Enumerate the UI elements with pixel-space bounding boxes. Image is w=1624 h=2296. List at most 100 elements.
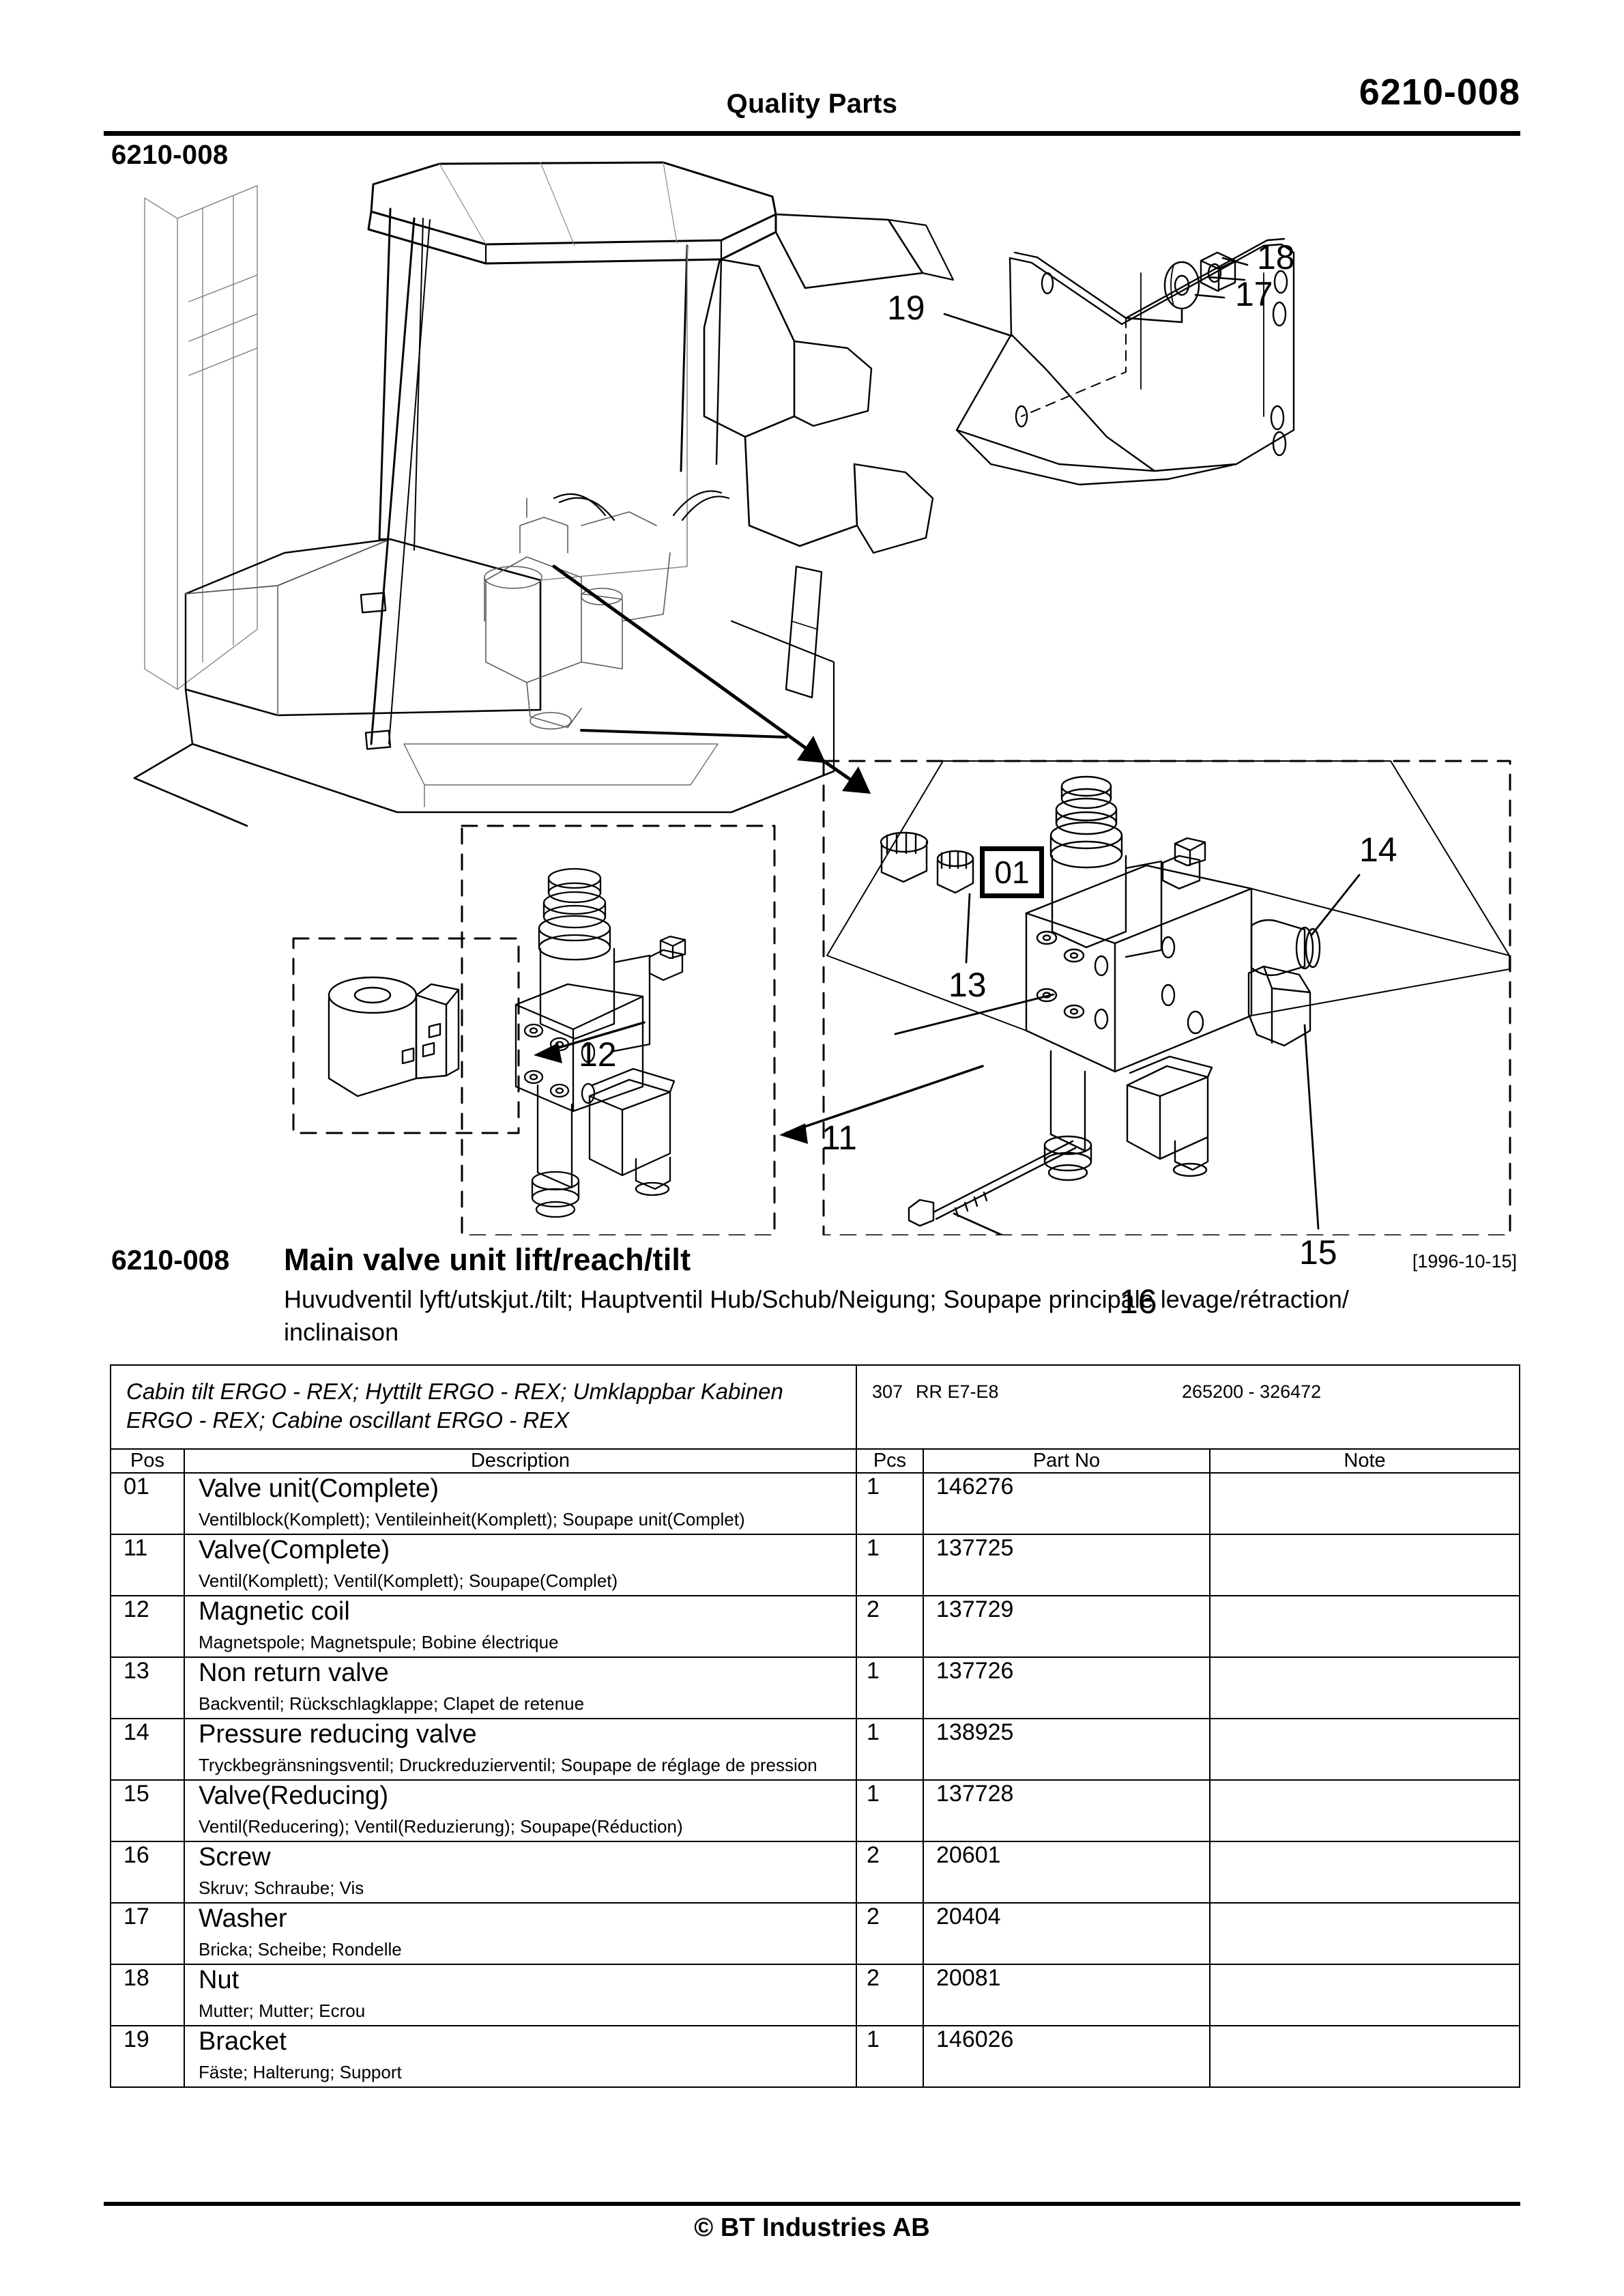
callout-11: 11 xyxy=(822,1119,857,1157)
table-row[interactable]: 01 Valve unit(Complete)Ventilblock(Komple… xyxy=(110,1472,1521,1535)
cell-pcs: 1 xyxy=(856,1656,924,1719)
part-name: Valve(Complete) xyxy=(199,1536,390,1564)
footer-copyright: © BT Industries AB xyxy=(694,2213,930,2242)
variant-serial-range: 265200 - 326472 xyxy=(1182,1381,1322,1402)
cell-pcs-value: 2 xyxy=(867,1965,880,1991)
part-translations: Tryckbegränsningsventil; Druckreduzierve… xyxy=(199,1755,817,1775)
cell-pos-value: 01 xyxy=(124,1474,149,1499)
cell-part-no: 20601 xyxy=(923,1841,1210,1904)
cell-pcs: 2 xyxy=(856,1902,924,1965)
cell-part-no: 138925 xyxy=(923,1718,1210,1781)
cell-pcs-value: 1 xyxy=(867,1535,880,1561)
cell-pos-value: 18 xyxy=(124,1965,149,1991)
column-header-pcs: Pcs xyxy=(856,1448,924,1474)
cell-part-no: 146276 xyxy=(923,1472,1210,1535)
cell-part-no-value: 137726 xyxy=(936,1658,1014,1684)
variant-description-line1: Cabin tilt ERGO - REX; Hyttilt ERGO - RE… xyxy=(126,1379,783,1404)
cell-description: Valve(Reducing)Ventil(Reducering); Venti… xyxy=(184,1779,857,1842)
variant-description-line2: ERGO - REX; Cabine oscillant ERGO - REX xyxy=(126,1407,570,1433)
cell-pcs: 1 xyxy=(856,2025,924,2088)
cell-note xyxy=(1208,1779,1521,1842)
part-translations: Ventil(Reducering); Ventil(Reduzierung);… xyxy=(199,1816,683,1837)
part-title-translations: Huvudventil lyft/utskjut./tilt; Hauptven… xyxy=(284,1285,1349,1346)
cell-part-no: 20404 xyxy=(923,1902,1210,1965)
part-translations: Magnetspole; Magnetspule; Bobine électri… xyxy=(199,1632,559,1652)
cell-pos: 14 xyxy=(110,1718,185,1781)
cell-pcs-value: 2 xyxy=(867,1842,880,1868)
cell-pcs: 1 xyxy=(856,1534,924,1596)
forklift-cabin-illustration xyxy=(133,161,955,827)
mounting-plane-ghost xyxy=(826,760,1510,1031)
part-title-code: 6210-008 xyxy=(111,1244,230,1276)
callout-19: 19 xyxy=(887,289,925,327)
cell-note xyxy=(1208,2025,1521,2088)
part-translations: Ventil(Komplett); Ventil(Komplett); Soup… xyxy=(199,1570,618,1591)
cell-pcs: 1 xyxy=(856,1779,924,1842)
cell-description: Valve(Complete) Ventil(Komplett); Ventil(… xyxy=(184,1534,857,1596)
cell-pos: 18 xyxy=(110,1964,185,2026)
variant-model-no: 307 xyxy=(872,1381,903,1402)
cell-note xyxy=(1208,1534,1521,1596)
header-divider xyxy=(104,131,1520,136)
footer-divider xyxy=(104,2202,1520,2206)
section-code-label: 6210-008 xyxy=(111,140,229,170)
cell-pcs-value: 1 xyxy=(867,1658,880,1684)
cell-note xyxy=(1208,1472,1521,1535)
cell-pos-value: 16 xyxy=(124,1842,149,1868)
part-translations: Mutter; Mutter; Ecrou xyxy=(199,2000,366,2021)
valve-unit-illustration xyxy=(880,775,1321,1227)
table-header-row: Pos Description Pcs Part No Note xyxy=(110,1448,1521,1474)
page-header-title: Quality Parts xyxy=(726,89,898,119)
table-row[interactable]: 15 Valve(Reducing)Ventil(Reducering); Ven… xyxy=(110,1779,1521,1842)
cell-part-no-value: 138925 xyxy=(936,1719,1014,1745)
cell-note xyxy=(1208,1718,1521,1781)
bracket-leader-lines xyxy=(943,257,1249,337)
cell-part-no-value: 20601 xyxy=(936,1842,1001,1868)
cell-part-no-value: 20404 xyxy=(936,1904,1001,1929)
column-header-part-no: Part No xyxy=(923,1448,1210,1474)
callout-15: 15 xyxy=(1299,1233,1337,1272)
valve-leader-arrow xyxy=(779,1065,984,1144)
part-title-date: [1996-10-15] xyxy=(1412,1251,1517,1272)
cell-pos: 12 xyxy=(110,1595,185,1658)
part-name: Nut xyxy=(199,1966,240,1994)
cell-part-no-value: 20081 xyxy=(936,1965,1001,1991)
cell-part-no: 20081 xyxy=(923,1964,1210,2026)
cell-pcs: 1 xyxy=(856,1718,924,1781)
cell-pos-value: 17 xyxy=(124,1904,149,1929)
cell-pos: 01 xyxy=(110,1472,185,1535)
cell-pcs-value: 2 xyxy=(867,1904,880,1929)
part-translations: Backventil; Rückschlagklappe; Clapet de … xyxy=(199,1693,585,1714)
page-header-code: 6210-008 xyxy=(1359,72,1520,113)
part-name: Bracket xyxy=(199,2027,287,2056)
cell-pcs-value: 1 xyxy=(867,2026,880,2052)
magnetic-coil-illustration xyxy=(328,976,460,1097)
variant-row: Cabin tilt ERGO - REX; Hyttilt ERGO - RE… xyxy=(110,1364,1521,1450)
cell-part-no: 137729 xyxy=(923,1595,1210,1658)
part-name: Non return valve xyxy=(199,1659,389,1687)
column-header-note: Note xyxy=(1208,1448,1521,1474)
part-translations: Ventilblock(Komplett); Ventileinheit(Kom… xyxy=(199,1509,745,1530)
callout-16: 16 xyxy=(1119,1282,1157,1321)
detail-leader-arrow xyxy=(552,564,871,794)
cell-note xyxy=(1208,1841,1521,1904)
cell-note xyxy=(1208,1902,1521,1965)
cell-description: Valve unit(Complete)Ventilblock(Komplett… xyxy=(184,1472,857,1535)
cell-pos-value: 15 xyxy=(124,1781,149,1807)
part-name: Washer xyxy=(199,1904,287,1933)
part-title-name: Main valve unit lift/reach/tilt xyxy=(284,1242,691,1277)
cell-note xyxy=(1208,1656,1521,1719)
cell-pcs-value: 2 xyxy=(867,1596,880,1622)
variant-description-cell: Cabin tilt ERGO - REX; Hyttilt ERGO - RE… xyxy=(110,1364,857,1450)
